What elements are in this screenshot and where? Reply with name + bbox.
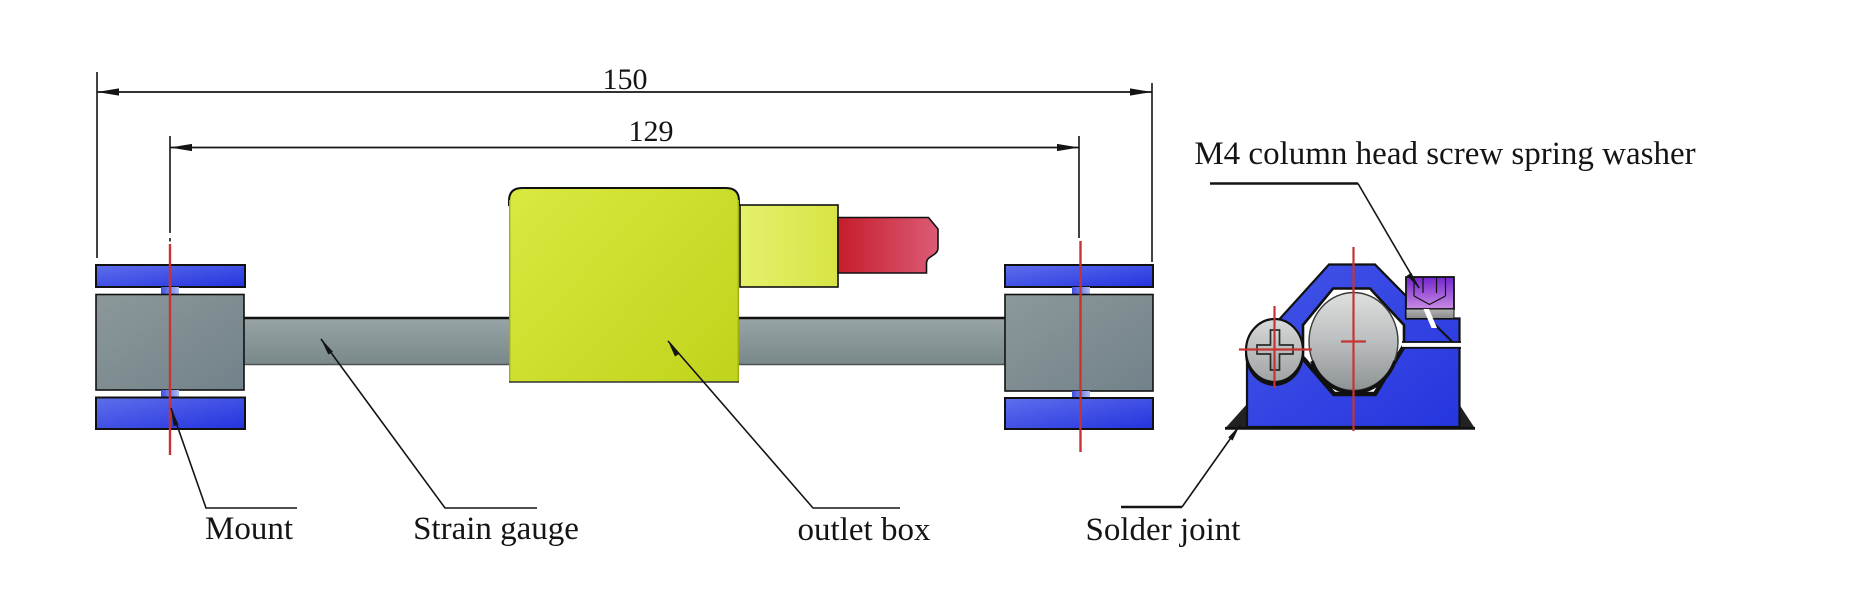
svg-text:Mount: Mount: [205, 511, 293, 547]
svg-text:outlet box: outlet box: [798, 512, 931, 548]
svg-text:Strain gauge: Strain gauge: [413, 511, 579, 547]
svg-text:129: 129: [629, 115, 674, 148]
svg-text:Solder joint: Solder joint: [1086, 512, 1241, 548]
svg-text:M4 column head screw spring wa: M4 column head screw spring washer: [1194, 136, 1695, 172]
svg-text:150: 150: [603, 63, 648, 96]
